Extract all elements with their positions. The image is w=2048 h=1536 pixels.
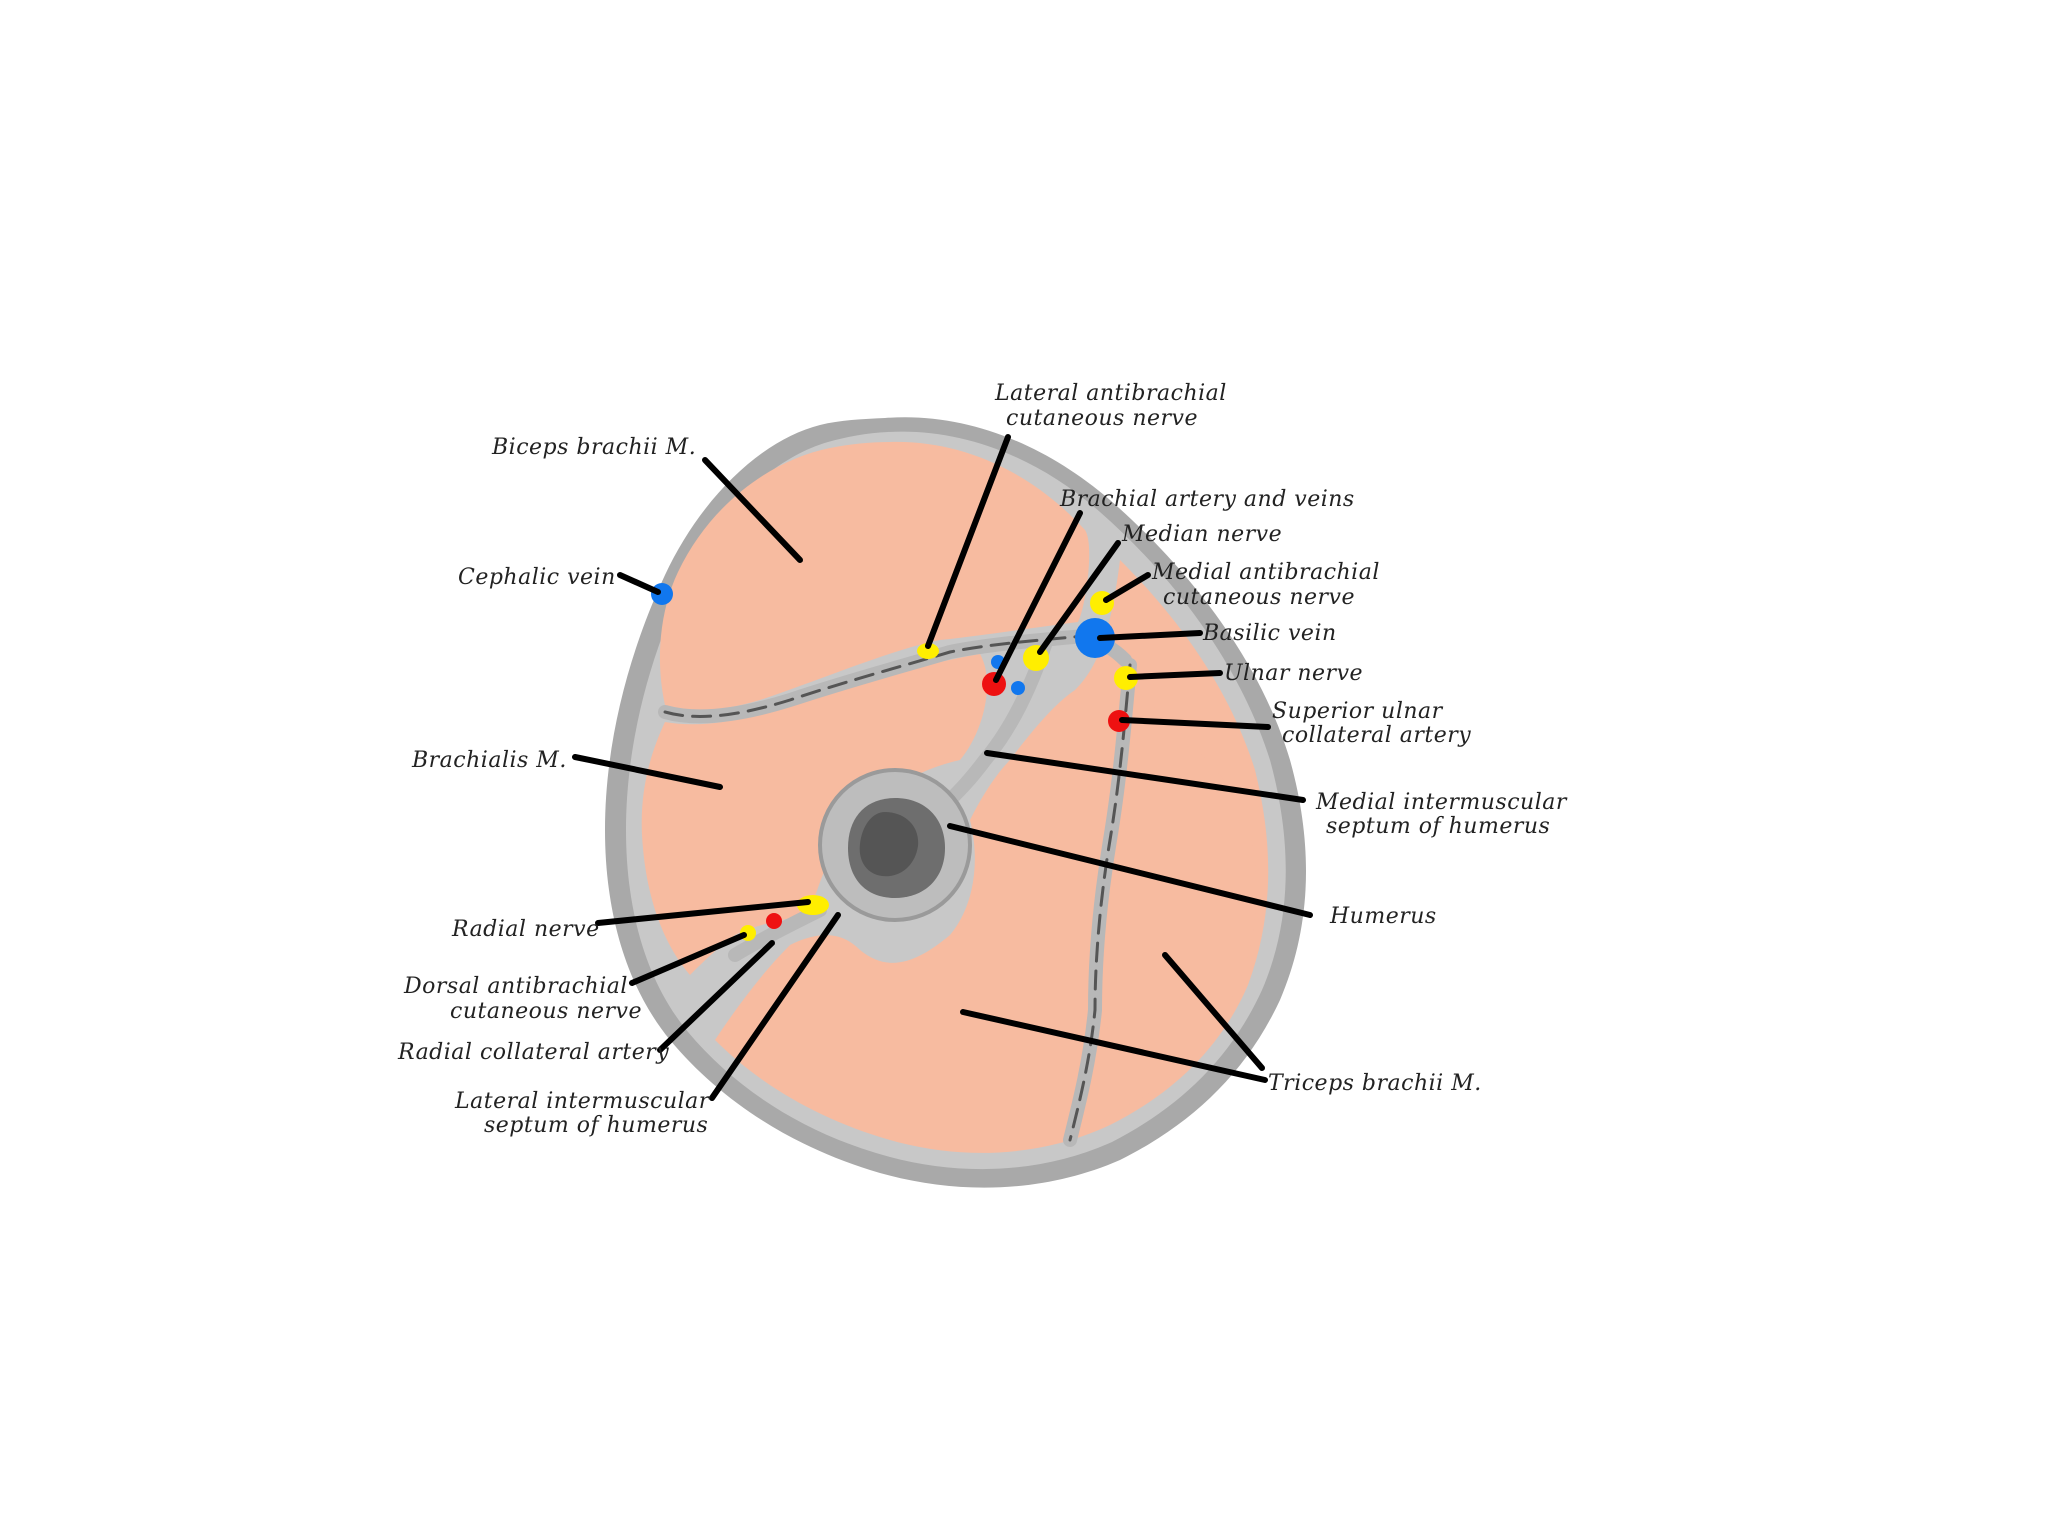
brachial-artery-dot [982,672,1006,696]
label-radial-nerve: Radial nerve [451,917,600,942]
leader-ulnar [1130,673,1220,677]
label-medial-antibrachial-1: Medial antibrachial [1151,560,1380,585]
label-medial-septum-2: septum of humerus [1326,814,1550,839]
label-brachial: Brachial artery and veins [1059,487,1355,512]
label-ulnar: Ulnar nerve [1224,661,1363,686]
label-radial-collateral: Radial collateral artery [397,1040,669,1065]
label-median: Median nerve [1121,522,1282,547]
radial-collateral-artery-dot [766,913,782,929]
label-superior-ulnar-2: collateral artery [1282,723,1471,748]
leader-cephalic [620,575,658,592]
label-lateral-antibrachial-1: Lateral antibrachial [994,381,1227,406]
label-triceps: Triceps brachii M. [1268,1071,1482,1096]
label-basilic: Basilic vein [1202,621,1337,646]
label-lateral-antibrachial-2: cutaneous nerve [1006,406,1198,431]
label-humerus: Humerus [1329,904,1437,929]
label-dorsal-antibrachial-1: Dorsal antibrachial [403,974,628,999]
cephalic-vein-dot [651,583,673,605]
brachial-vein-dot-2 [1011,681,1025,695]
label-dorsal-antibrachial-2: cutaneous nerve [450,999,642,1024]
humerus-bone [820,770,970,920]
label-lateral-septum-2: septum of humerus [484,1113,708,1138]
label-medial-septum-1: Medial intermuscular [1315,790,1568,815]
label-brachialis: Brachialis M. [411,748,567,773]
label-medial-antibrachial-2: cutaneous nerve [1163,585,1355,610]
label-cephalic: Cephalic vein [458,565,616,590]
label-superior-ulnar-1: Superior ulnar [1272,699,1444,724]
label-lateral-septum-1: Lateral intermuscular [454,1089,711,1114]
label-biceps: Biceps brachii M. [491,435,696,460]
